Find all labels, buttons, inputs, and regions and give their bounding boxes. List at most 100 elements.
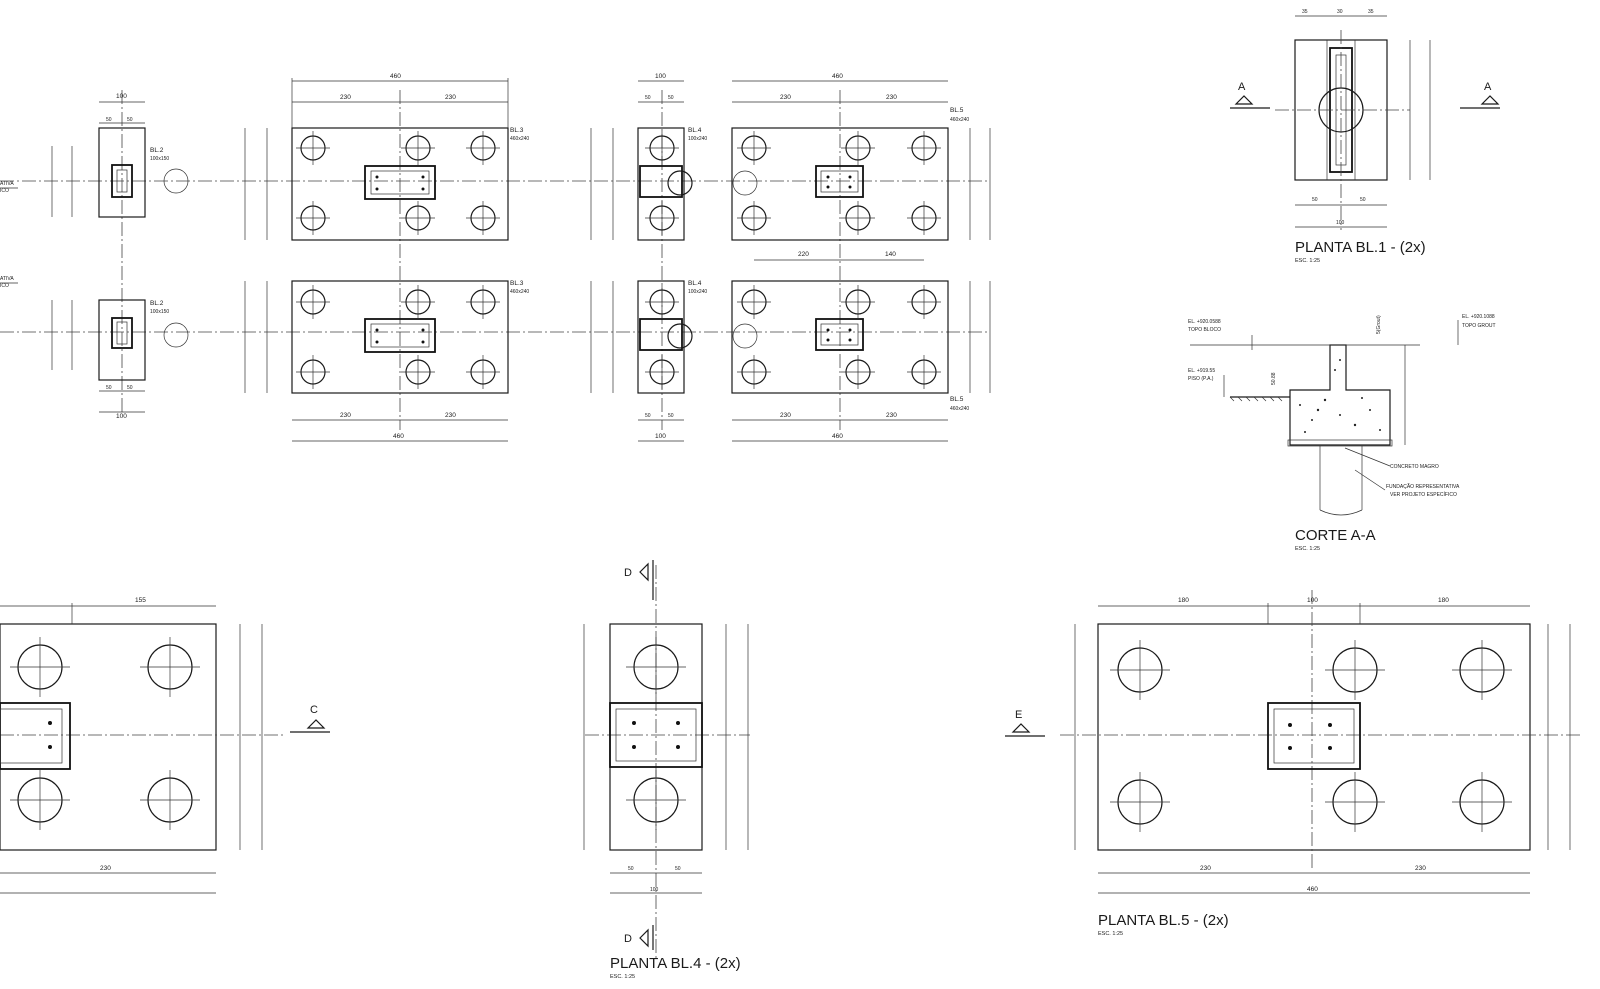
dim-460: 460 (1307, 886, 1318, 893)
dim-100: 100 (116, 413, 127, 420)
dim-230: 230 (886, 412, 897, 419)
dim-50: 50 (668, 413, 674, 419)
scale-bl1: ESC. 1:25 (1295, 258, 1320, 264)
block-bl4-top: 100 50 50 BL.4 100x240 (590, 73, 758, 241)
dim-50-88: 50.88 (1271, 372, 1277, 385)
dim-50: 50 (675, 866, 681, 872)
dim-230: 230 (780, 412, 791, 419)
corte-el3-text: TOPO GROUT (1462, 323, 1496, 329)
label-bl4-top-size: 100x240 (688, 136, 707, 142)
dim-100: 100 (655, 73, 666, 80)
dim-220: 220 (798, 251, 809, 258)
section-a-a: EL. +920.0588 TOPO BLOCO EL. +919.55 PIS… (1188, 314, 1496, 552)
label-bl3-top: BL.3 (510, 127, 524, 134)
dim-50: 50 (106, 385, 112, 391)
label-bl3-bottom: BL.3 (510, 280, 524, 287)
dim-50: 50 (106, 117, 112, 123)
label-bl4-bottom-size: 100x240 (688, 289, 707, 295)
corte-el2-text: PISO (P.A.) (1188, 376, 1214, 382)
dim-140: 140 (885, 251, 896, 258)
corte-note-projeto: VER PROJETO ESPECÍFICO (1390, 491, 1457, 498)
dim-230: 230 (445, 412, 456, 419)
block-bl5-bottom: 220 140 230 230 460 BL.5 460x240 (731, 251, 991, 442)
section-mark-c: C (310, 704, 318, 716)
left-note-2: ATIVA (0, 276, 14, 282)
label-bl5-top: BL.5 (950, 107, 964, 114)
label-bl3-bottom-size: 460x240 (510, 289, 529, 295)
plan-bl1: 35 30 35 50 50 100 A A PLANTA BL.1 - (2x… (1230, 9, 1500, 264)
dim-50: 50 (645, 413, 651, 419)
corte-el1-text: TOPO BLOCO (1188, 327, 1221, 333)
block-bl2-bottom: 50 50 100 BL.2 100x150 ATIVA ICO (0, 276, 189, 420)
dim-230: 230 (100, 865, 111, 872)
block-bl2-top: 100 50 50 BL.2 100x150 ATIVA ICO (0, 93, 189, 218)
dim-50: 50 (127, 385, 133, 391)
dim-100: 100 (650, 887, 659, 893)
dim-50: 50 (127, 117, 133, 123)
title-corte-aa: CORTE A-A (1295, 527, 1376, 544)
dim-230: 230 (780, 94, 791, 101)
dim-180: 180 (1438, 597, 1449, 604)
block-bl4-bottom: 50 50 100 BL.4 100x240 (590, 280, 758, 442)
dim-460: 460 (832, 73, 843, 80)
dim-35: 35 (1302, 9, 1308, 15)
label-bl4-bottom: BL.4 (688, 280, 702, 287)
dim-100: 100 (1307, 597, 1318, 604)
label-bl2-top-size: 100x150 (150, 156, 169, 162)
dim-50: 50 (645, 95, 651, 101)
dim-460: 460 (832, 433, 843, 440)
dim-35: 35 (1368, 9, 1374, 15)
dim-180: 180 (1178, 597, 1189, 604)
dim-100: 100 (655, 433, 666, 440)
title-planta-bl1: PLANTA BL.1 - (2x) (1295, 239, 1426, 256)
dim-50: 50 (628, 866, 634, 872)
dim-460: 460 (390, 73, 401, 80)
dim-230: 230 (445, 94, 456, 101)
plan-top-row: 100 50 50 BL.2 100x150 ATIVA ICO 50 50 1… (0, 73, 991, 442)
corte-el3: EL. +920.1088 (1462, 314, 1495, 320)
dim-230: 230 (1415, 865, 1426, 872)
corte-el1: EL. +920.0588 (1188, 319, 1221, 325)
label-bl4-top: BL.4 (688, 127, 702, 134)
corte-note-concreto: CONCRETO MAGRO (1390, 464, 1439, 470)
dim-230: 230 (340, 94, 351, 101)
plan-bl5: 180 100 180 230 230 460 E PLANTA BL.5 - … (1005, 590, 1580, 937)
dim-50: 50 (668, 95, 674, 101)
block-bl3-bottom: 230 230 460 BL.3 460x240 (244, 280, 529, 442)
dim-230: 230 (340, 412, 351, 419)
dim-50: 50 (1312, 197, 1318, 203)
section-mark-a: A (1238, 81, 1246, 93)
label-bl2-bottom: BL.2 (150, 300, 164, 307)
scale-corte: ESC. 1:25 (1295, 546, 1320, 552)
label-bl3-top-size: 460x240 (510, 136, 529, 142)
left-note-1b: ICO (0, 188, 9, 194)
dim-100: 100 (116, 93, 127, 100)
corte-el2: EL. +919.55 (1188, 368, 1215, 374)
dim-30: 30 (1337, 9, 1343, 15)
dim-460: 460 (393, 433, 404, 440)
block-bl5-top: 460 230 230 BL.5 460x240 (731, 73, 991, 241)
label-bl5-top-size: 460x240 (950, 117, 969, 123)
label-bl2-top: BL.2 (150, 147, 164, 154)
section-mark-a: A (1484, 81, 1492, 93)
dim-155: 155 (135, 597, 146, 604)
label-bl5-bottom-size: 460x240 (950, 406, 969, 412)
dim-100: 100 (1336, 220, 1345, 226)
plan-bl3-detail: 155 230 C (0, 597, 330, 894)
left-note-2b: ICO (0, 283, 9, 289)
scale-bl4: ESC. 1:25 (610, 974, 635, 980)
dim-230: 230 (886, 94, 897, 101)
block-bl3-top: 460 230 230 BL.3 460x240 (244, 73, 529, 241)
label-bl5-bottom: BL.5 (950, 396, 964, 403)
section-mark-e: E (1015, 709, 1022, 721)
title-planta-bl5: PLANTA BL.5 - (2x) (1098, 912, 1229, 929)
plan-bl4: 50 50 100 D D PLANTA BL.4 - (2x) ESC. 1:… (583, 560, 750, 980)
title-planta-bl4: PLANTA BL.4 - (2x) (610, 955, 741, 972)
section-mark-d: D (624, 567, 632, 579)
dim-5-grout: 5(Grout) (1376, 315, 1382, 334)
dim-230: 230 (1200, 865, 1211, 872)
label-bl2-bottom-size: 100x150 (150, 309, 169, 315)
left-note-1: ATIVA (0, 181, 14, 187)
section-mark-d: D (624, 933, 632, 945)
